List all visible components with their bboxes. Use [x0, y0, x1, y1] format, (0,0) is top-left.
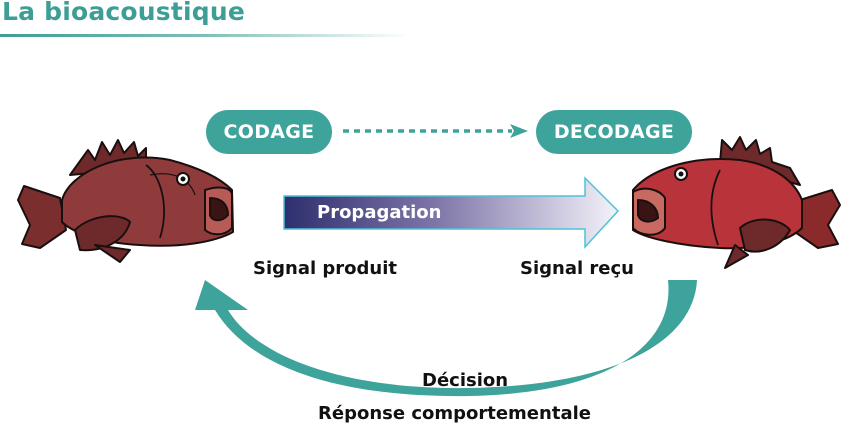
reponse-label: Réponse comportementale: [318, 403, 591, 424]
dashed-arrow-coding: [343, 124, 528, 138]
decodage-pill: DECODAGE: [536, 110, 692, 154]
title-underline: [0, 34, 410, 37]
propagation-label: Propagation: [317, 202, 442, 223]
propagation-arrow: [283, 176, 620, 249]
signal-produit-label: Signal produit: [253, 258, 398, 279]
decision-label: Décision: [422, 370, 509, 391]
fish-receiver-icon: [632, 136, 841, 269]
signal-recu-label: Signal reçu: [520, 258, 634, 279]
page-title: La bioacoustique: [2, 0, 246, 26]
fish-emitter-icon: [17, 139, 234, 263]
codage-pill: CODAGE: [206, 110, 332, 154]
